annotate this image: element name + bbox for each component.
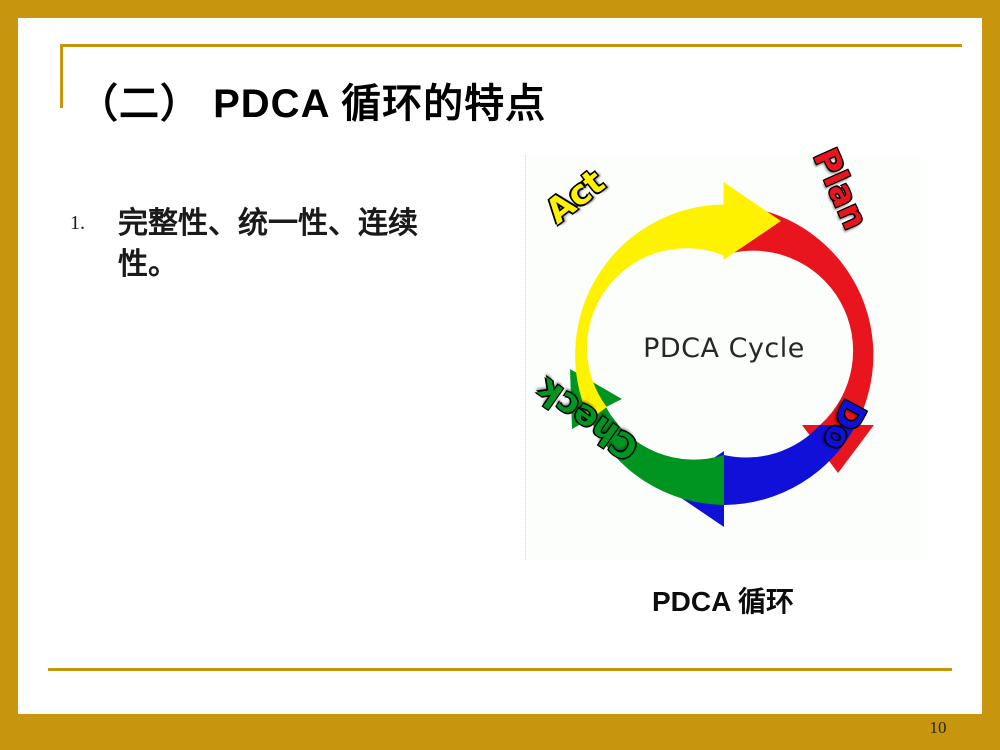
image-caption: PDCA 循环 [651, 586, 795, 617]
list-item-label: 完整性、统一性、连续性。 [118, 207, 418, 281]
page-number: 10 [929, 718, 947, 737]
pdca-cycle-diagram [570, 182, 874, 527]
bullet-list: 1. 完整性、统一性、连续性。 [70, 204, 500, 296]
list-item: 1. 完整性、统一性、连续性。 [70, 204, 500, 286]
pdca-cycle-image: PDCA Cycle Act Plan Do Check [525, 143, 921, 560]
slide-content-area: （二） PDCA 循环的特点 1. 完整性、统一性、连续性。 [18, 18, 982, 737]
segment-act [575, 182, 781, 420]
segment-check [570, 369, 724, 505]
decorative-bottom-rule [48, 668, 952, 671]
page-title: （二） PDCA 循环的特点 [78, 82, 547, 126]
list-item-marker: 1. [70, 212, 85, 234]
segment-plan [724, 205, 874, 473]
decorative-left-rule [60, 44, 63, 108]
decorative-top-rule [60, 44, 962, 47]
pdca-center-label: PDCA Cycle [643, 333, 805, 364]
